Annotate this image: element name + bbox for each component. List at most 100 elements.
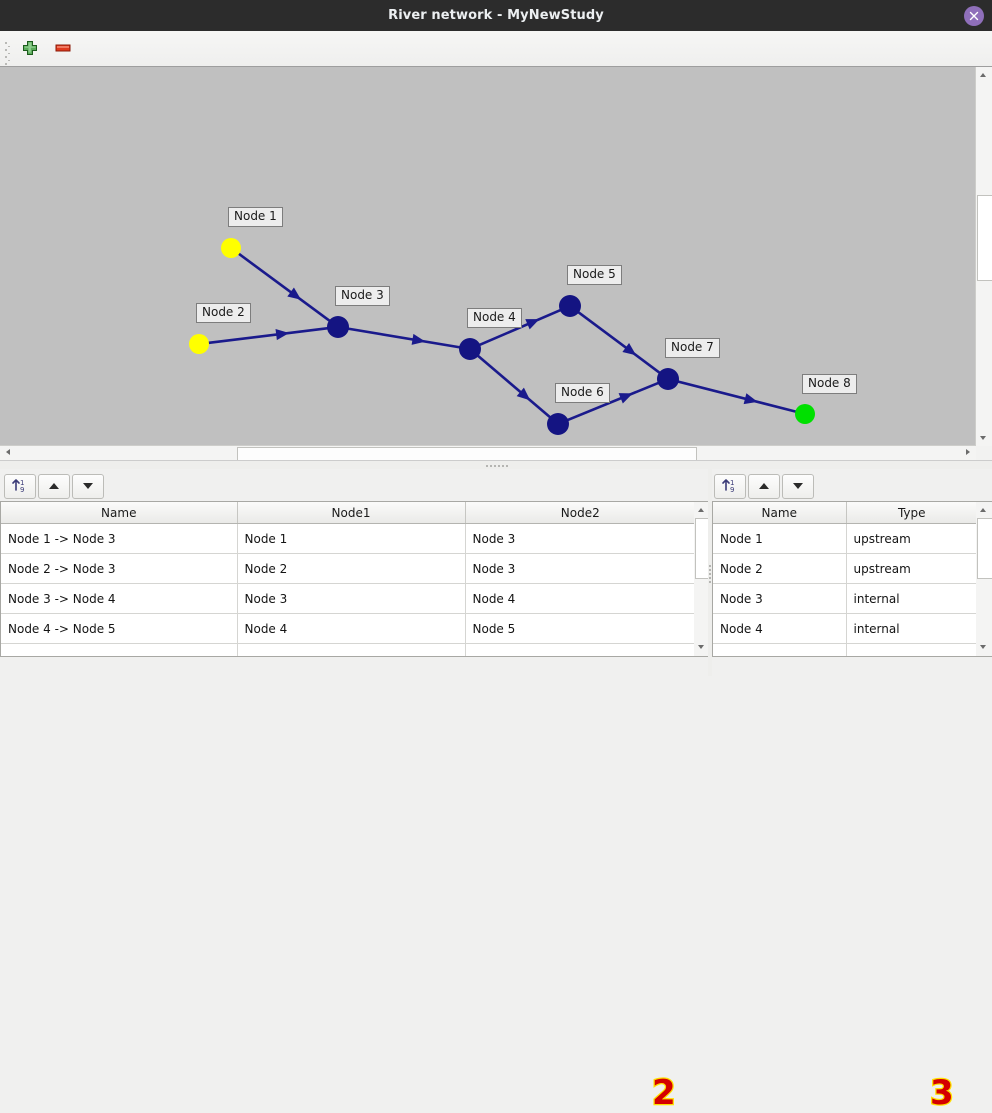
graph-node-label-node-5[interactable]: Node 5 [567, 265, 622, 285]
graph-node-node-8[interactable] [795, 404, 815, 424]
graph-edge[interactable] [566, 381, 660, 422]
vertical-splitter[interactable] [708, 469, 712, 676]
nodes-table-row-empty[interactable] [713, 643, 977, 656]
nodes-scroll-down-arrow-icon[interactable] [976, 641, 991, 656]
graph-node-label-node-8[interactable]: Node 8 [802, 374, 857, 394]
svg-text:1: 1 [20, 479, 24, 487]
graph-node-node-6[interactable] [547, 413, 569, 435]
column-header-node1[interactable]: Node1 [237, 502, 466, 524]
table-cell-empty[interactable] [713, 643, 847, 656]
graph-edge[interactable] [207, 326, 329, 345]
delete-minus-icon[interactable] [53, 38, 73, 58]
graph-vertical-scrollbar[interactable] [975, 67, 992, 446]
graph-vscroll-thumb[interactable] [977, 195, 992, 281]
table-cell[interactable]: Node 4 [465, 583, 695, 614]
table-cell[interactable]: upstream [846, 523, 977, 554]
graph-node-node-2[interactable] [189, 334, 209, 354]
network-graph-canvas[interactable]: Node 1 Node 2 Node 3 Node 4 Node 5 Node 6 Node… [0, 67, 976, 446]
nodes-move-up-button[interactable] [748, 474, 780, 499]
graph-node-node-7[interactable] [657, 368, 679, 390]
graph-node-label-node-6[interactable]: Node 6 [555, 383, 610, 403]
column-header-name[interactable]: Name [1, 502, 238, 524]
network-graph-panel[interactable]: Node 1 Node 2 Node 3 Node 4 Node 5 Node 6 Node… [0, 66, 992, 462]
reaches-table-row-empty[interactable] [1, 643, 695, 656]
graph-horizontal-scrollbar[interactable] [0, 445, 976, 462]
graph-edge[interactable] [577, 310, 661, 375]
scroll-right-arrow-icon[interactable] [961, 446, 976, 460]
graph-edge[interactable] [476, 354, 552, 419]
scroll-down-arrow-icon[interactable] [976, 431, 991, 446]
graph-node-label-node-7[interactable]: Node 7 [665, 338, 720, 358]
horizontal-splitter[interactable] [0, 460, 992, 470]
table-cell[interactable]: Node 3 [465, 523, 695, 554]
nodes-scroll-up-arrow-icon[interactable] [976, 502, 991, 517]
graph-node-label-node-1[interactable]: Node 1 [228, 207, 283, 227]
table-cell[interactable]: upstream [846, 553, 977, 584]
graph-edge[interactable] [347, 327, 461, 349]
scroll-left-arrow-icon[interactable] [0, 446, 15, 460]
table-cell[interactable]: internal [846, 583, 977, 614]
annotation-3: 3 [929, 1073, 955, 1113]
svg-text:9: 9 [20, 486, 24, 494]
nodes-move-down-button[interactable] [782, 474, 814, 499]
table-cell[interactable]: Node 2 -> Node 3 [1, 553, 238, 584]
table-cell[interactable]: Node 1 [237, 523, 466, 554]
table-cell[interactable]: Node 4 -> Node 5 [1, 613, 238, 644]
graph-node-label-node-4[interactable]: Node 4 [467, 308, 522, 328]
graph-node-node-3[interactable] [327, 316, 349, 338]
table-cell-empty[interactable] [465, 643, 695, 656]
reaches-scroll-up-arrow-icon[interactable] [694, 502, 709, 517]
graph-edge[interactable] [677, 380, 797, 414]
graph-node-label-node-2[interactable]: Node 2 [196, 303, 251, 323]
table-cell[interactable]: Node 3 [465, 553, 695, 584]
nodes-vertical-scrollbar[interactable] [976, 501, 992, 657]
reaches-move-down-button[interactable] [72, 474, 104, 499]
nodes-sort-button[interactable]: 1 9 [714, 474, 746, 499]
table-cell-empty[interactable] [237, 643, 466, 656]
toolbar-grip[interactable] [5, 40, 10, 75]
table-cell[interactable]: Node 4 [237, 613, 466, 644]
table-cell[interactable]: Node 3 [713, 583, 847, 614]
column-header-node2[interactable]: Node2 [465, 502, 695, 524]
table-cell[interactable]: Node 1 -> Node 3 [1, 523, 238, 554]
table-cell-empty[interactable] [1, 643, 238, 656]
scroll-up-arrow-icon[interactable] [976, 67, 991, 82]
table-cell[interactable]: Node 1 [713, 523, 847, 554]
graph-node-label-node-3[interactable]: Node 3 [335, 286, 390, 306]
table-cell[interactable]: Node 3 -> Node 4 [1, 583, 238, 614]
table-cell[interactable]: Node 5 [465, 613, 695, 644]
window-title: River network - MyNewStudy [388, 8, 604, 23]
add-plus-icon[interactable] [20, 38, 40, 58]
splitter-grip-icon [486, 465, 510, 467]
column-header-type[interactable]: Type [846, 502, 977, 524]
table-cell[interactable]: Node 2 [237, 553, 466, 584]
graph-node-node-5[interactable] [559, 295, 581, 317]
reaches-move-up-button[interactable] [38, 474, 70, 499]
graph-node-node-4[interactable] [459, 338, 481, 360]
graph-node-node-1[interactable] [221, 238, 241, 258]
table-cell-empty[interactable] [846, 643, 977, 656]
table-cell[interactable]: Node 2 [713, 553, 847, 584]
graph-edge[interactable] [237, 252, 331, 323]
reaches-scroll-down-arrow-icon[interactable] [694, 641, 709, 656]
table-cell[interactable]: internal [846, 613, 977, 644]
close-icon[interactable] [964, 6, 984, 26]
column-header-name[interactable]: Name [713, 502, 847, 524]
table-cell[interactable]: Node 3 [237, 583, 466, 614]
nodes-vscroll-thumb[interactable] [977, 518, 992, 579]
table-cell[interactable]: Node 4 [713, 613, 847, 644]
reaches-sort-button[interactable]: 1 9 [4, 474, 36, 499]
